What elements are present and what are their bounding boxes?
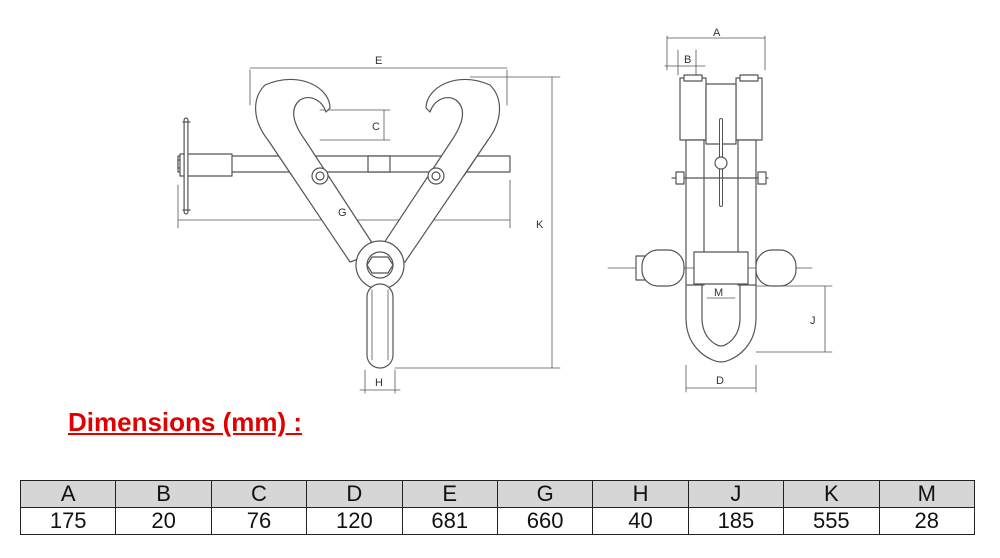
value-cell: 660	[496, 507, 594, 535]
label-K: K	[536, 219, 544, 231]
header-cell: G	[496, 480, 594, 508]
header-cell: J	[687, 480, 785, 508]
value-cell: 120	[306, 507, 403, 535]
value-cell: 76	[210, 507, 308, 535]
header-cell: A	[19, 480, 117, 508]
header-cell: K	[783, 480, 880, 508]
table-header-row: A B C D E G H J K M	[19, 480, 976, 508]
label-E: E	[375, 55, 382, 67]
label-B: B	[684, 54, 691, 66]
dimensions-heading: Dimensions (mm) :	[68, 407, 303, 437]
label-C: C	[372, 121, 380, 133]
value-cell: 185	[687, 507, 785, 535]
value-cell: 175	[19, 507, 117, 535]
value-cell: 20	[115, 507, 212, 535]
front-view	[177, 67, 561, 394]
label-J: J	[810, 315, 816, 327]
label-D: D	[716, 375, 724, 387]
side-view	[607, 35, 833, 393]
value-cell: 681	[401, 507, 498, 535]
value-cell: 40	[592, 507, 689, 535]
dimensions-table: A B C D E G H J K M 175 20 76 120 681 66…	[19, 480, 976, 535]
label-H: H	[375, 377, 383, 389]
header-cell: E	[401, 480, 498, 508]
header-cell: B	[115, 480, 212, 508]
value-cell: 28	[878, 507, 976, 535]
label-A: A	[713, 27, 721, 39]
header-cell: M	[878, 480, 976, 508]
value-cell: 555	[783, 507, 880, 535]
table-value-row: 175 20 76 120 681 660 40 185 555 28	[19, 507, 976, 535]
header-cell: C	[210, 480, 308, 508]
label-G: G	[338, 207, 347, 219]
label-M: M	[714, 287, 723, 299]
technical-drawing: E C G K H A B M J D	[177, 27, 833, 394]
header-cell: H	[592, 480, 689, 508]
header-cell: D	[306, 480, 403, 508]
